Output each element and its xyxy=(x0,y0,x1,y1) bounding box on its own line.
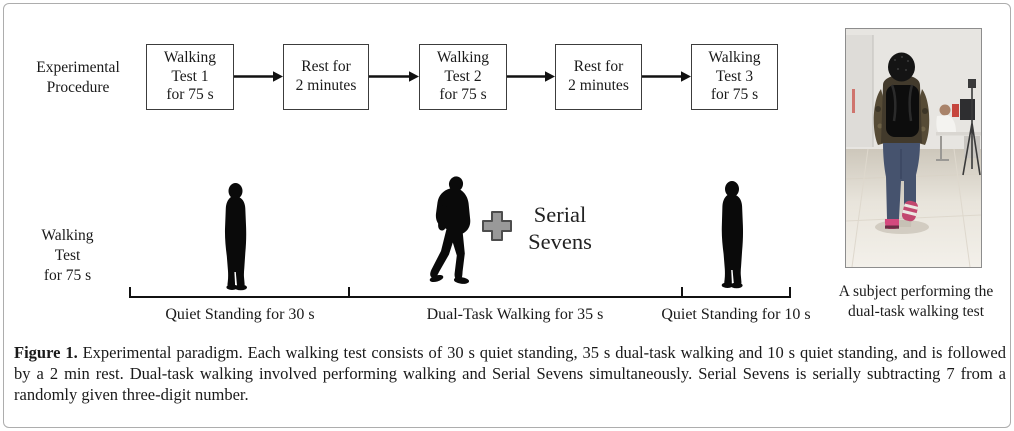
figure-caption-text: Experimental paradigm. Each walking test… xyxy=(14,343,1006,404)
experimental-procedure-label: Experimental Procedure xyxy=(36,59,120,97)
plus-icon xyxy=(482,211,512,241)
subject-photo-illustration xyxy=(846,29,981,267)
timeline-tick xyxy=(789,287,792,298)
arrow-right-icon xyxy=(507,71,555,82)
segment-label-dual-task-walking-35s: Dual-Task Walking for 35 s xyxy=(426,306,604,323)
timeline-axis xyxy=(130,296,791,299)
flow-box-rest-2: Rest for 2 minutes xyxy=(555,44,642,110)
photo-caption: A subject performing the dual-task walki… xyxy=(838,283,994,320)
figure-caption-title: Figure 1. xyxy=(14,343,78,362)
standing-person-icon xyxy=(224,183,247,291)
arrow-right-icon xyxy=(642,71,691,82)
arrow-right-icon xyxy=(234,71,283,82)
walking-person-icon xyxy=(429,176,471,284)
subject-photo xyxy=(845,28,982,268)
flow-box-walking-test-1: Walking Test 1 for 75 s xyxy=(146,44,234,110)
serial-sevens-label: Serial Sevens xyxy=(528,202,592,254)
figure-caption: Figure 1. Experimental paradigm. Each wa… xyxy=(14,343,1006,406)
timeline-tick xyxy=(129,287,132,298)
flow-box-rest-1: Rest for 2 minutes xyxy=(283,44,369,110)
flow-box-walking-test-2: Walking Test 2 for 75 s xyxy=(419,44,507,110)
timeline-tick xyxy=(348,287,351,298)
walking-test-label: Walking Test for 75 s xyxy=(41,227,94,285)
segment-label-quiet-standing-10s: Quiet Standing for 10 s xyxy=(661,306,811,323)
standing-person-icon xyxy=(721,181,744,289)
arrow-right-icon xyxy=(369,71,419,82)
flow-box-walking-test-3: Walking Test 3 for 75 s xyxy=(691,44,778,110)
segment-label-quiet-standing-30s: Quiet Standing for 30 s xyxy=(165,306,315,323)
timeline-tick xyxy=(681,287,684,298)
